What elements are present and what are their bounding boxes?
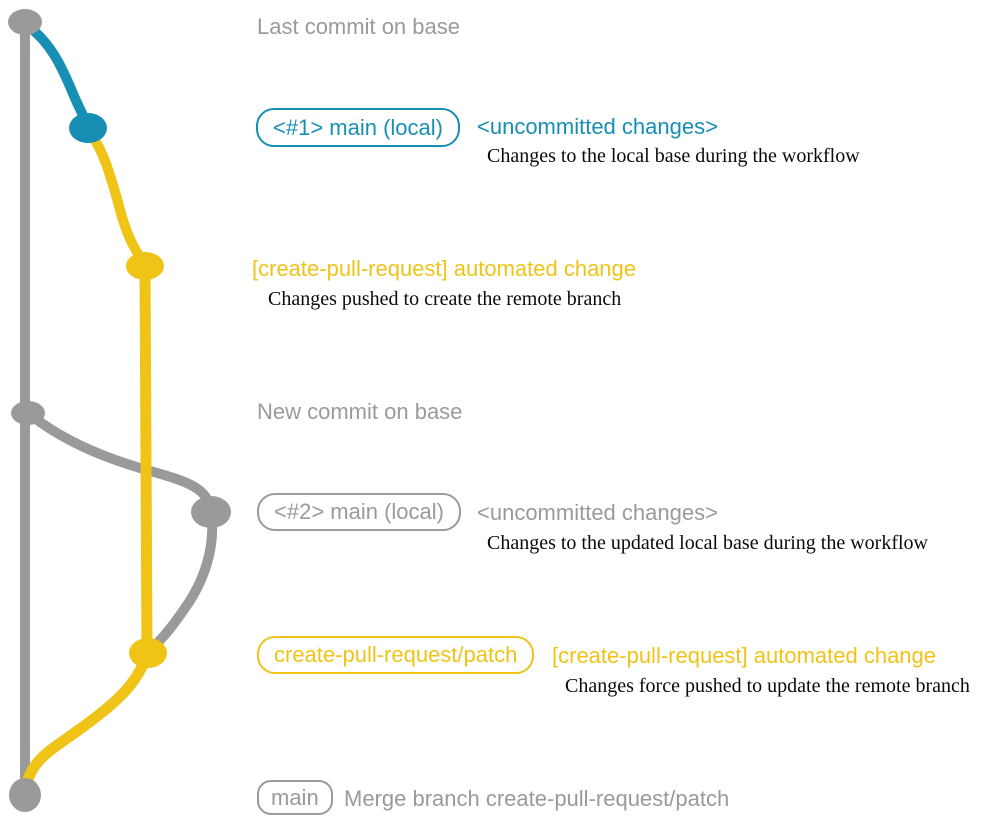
commit-node-patch-2 xyxy=(129,638,167,668)
patch-merge-curve xyxy=(19,647,153,799)
desc-uncommitted-changes-1: Changes to the local base during the wor… xyxy=(487,145,860,167)
desc-uncommitted-changes-2: Changes to the updated local base during… xyxy=(487,532,928,554)
label-automated-change-1: [create-pull-request] automated change xyxy=(252,256,637,281)
label-last-commit-on-base: Last commit on base xyxy=(257,14,460,39)
label-uncommitted-changes-1: <uncommitted changes> xyxy=(477,114,718,139)
commit-graph xyxy=(8,9,231,812)
patch-branch-upper-curve xyxy=(83,125,150,269)
label-merge-branch: Merge branch create-pull-request/patch xyxy=(344,786,730,811)
local-main-curve xyxy=(20,19,93,133)
commit-node-merge xyxy=(9,778,41,812)
branch-pill-main-local-1: <#1> main (local) xyxy=(256,108,460,147)
commit-node-patch-1 xyxy=(126,252,164,280)
local2-to-patch-curve xyxy=(144,507,218,656)
patch-branch-line xyxy=(139,260,153,657)
label-automated-change-2: [create-pull-request] automated change xyxy=(552,643,937,668)
branch-pill-main-local-2: <#2> main (local) xyxy=(257,493,461,531)
desc-automated-change-1: Changes pushed to create the remote bran… xyxy=(268,288,622,310)
commit-node-local-2 xyxy=(191,496,231,528)
commit-node-base-new xyxy=(11,401,45,425)
branch-pill-create-pull-request-patch: create-pull-request/patch xyxy=(257,636,535,674)
desc-automated-change-2: Changes force pushed to update the remot… xyxy=(565,675,970,697)
base-to-local2-curve xyxy=(23,408,216,517)
commit-node-base-last xyxy=(8,9,42,35)
commit-node-local-1 xyxy=(69,113,107,143)
label-new-commit-on-base: New commit on base xyxy=(257,399,463,424)
branch-pill-main: main xyxy=(257,780,333,815)
label-uncommitted-changes-2: <uncommitted changes> xyxy=(477,500,718,525)
